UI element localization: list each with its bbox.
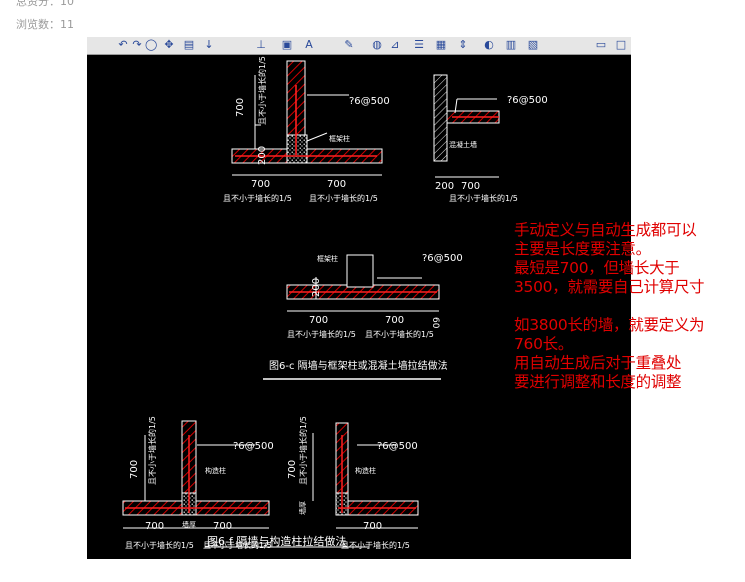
br-rebar-label: ?6@500 <box>377 441 418 452</box>
mid-note-right: 且不小于墙长的1/5 <box>365 329 434 339</box>
mid-dim-200: 200 <box>311 278 322 297</box>
tl-note-right: 且不小于墙长的1/5 <box>309 193 378 203</box>
bl-column-label: 构造柱 <box>205 466 226 475</box>
bl-wall-label: 墙厚 <box>182 520 196 529</box>
bl-note-right: 且不小于墙长的1/5 <box>203 540 272 550</box>
mid-column-label: 框架柱 <box>317 254 338 263</box>
tr-wall-label: 混凝土墙 <box>449 140 477 149</box>
tr-rebar-label: ?6@500 <box>507 95 548 106</box>
grid-icon[interactable]: ▦ <box>435 38 447 51</box>
mid-dim-side: 60 <box>430 317 440 329</box>
caption-6f: 图6-f 隔墙与构造柱拉结做法 <box>207 534 346 548</box>
note-spacer <box>514 297 745 316</box>
tl-note-left: 且不小于墙长的1/5 <box>223 193 292 203</box>
br-dim-vertical-700: 700 <box>287 460 298 479</box>
bl-dim-vertical-700: 700 <box>129 460 140 479</box>
note-line: 最短是700，但墙长大于 <box>514 259 680 277</box>
bl-dim-left: 700 <box>145 521 164 532</box>
detail-middle <box>263 254 441 380</box>
note-line: 手动定义与自动生成都可以 <box>514 221 697 239</box>
arrow-icon[interactable]: ↓ <box>204 38 214 51</box>
block-icon[interactable]: ▧ <box>527 38 539 51</box>
table-icon[interactable]: ☰ <box>414 38 424 51</box>
br-note: 且不小于墙长的1/5 <box>341 540 410 550</box>
tr-dim-700: 700 <box>461 181 480 192</box>
note-line: 760长。 <box>514 335 574 353</box>
br-dim-700: 700 <box>363 521 382 532</box>
tl-rebar-label: ?6@500 <box>349 96 390 107</box>
note-line: 3500，就需要自己计算尺寸 <box>514 278 705 296</box>
cad-drawing: 700 200 且不小于墙长的1/5 ?6@500 框架柱 700 700 且不… <box>122 56 548 550</box>
maximize-icon[interactable]: □ <box>615 38 627 51</box>
list-icon[interactable]: ▥ <box>505 38 517 51</box>
window-icon[interactable]: ▭ <box>595 38 607 51</box>
note-line: 用自动生成后对于重叠处 <box>514 354 682 372</box>
detail-bottom-left <box>122 420 270 529</box>
tl-dim-vertical-700: 700 <box>235 98 246 117</box>
bl-note-vertical: 且不小于墙长的1/5 <box>147 416 157 485</box>
lock-icon[interactable]: ◍ <box>372 38 382 51</box>
bl-dim-right: 700 <box>213 521 232 532</box>
tl-dim-right: 700 <box>327 179 346 190</box>
note-line: 要进行调整和长度的调整 <box>514 373 682 391</box>
cad-drawing-window: ↶ ↷ ◯ ✥ ▤ ↓ ⊥ ▣ A ✎ ◍ ⊿ ☰ ▦ ⇕ ◐ ▥ ▧ ▭ □ <box>87 37 631 559</box>
mid-dim-right: 700 <box>385 315 404 326</box>
rotate-icon[interactable]: ◐ <box>484 38 494 51</box>
pencil-icon[interactable]: ✎ <box>344 38 354 51</box>
view-count-label: 浏览数：11 <box>16 18 74 31</box>
caption-6c: 图6-c 隔墙与框架柱或混凝土墙拉结做法 <box>269 359 448 372</box>
circle-icon[interactable]: ◯ <box>145 38 158 51</box>
br-wall-label: 墙厚 <box>298 501 307 515</box>
total-resource-label: 总资分：10 <box>16 0 74 8</box>
measure-icon[interactable]: ⊥ <box>256 38 266 51</box>
align-icon[interactable]: ⇕ <box>458 38 468 51</box>
mid-note-left: 且不小于墙长的1/5 <box>287 329 356 339</box>
bl-note-left: 且不小于墙长的1/5 <box>125 540 194 550</box>
tl-dim-vertical-200: 200 <box>257 146 268 165</box>
detail-top-right <box>433 74 500 178</box>
dimension-icon[interactable]: ⊿ <box>390 38 400 51</box>
text-icon[interactable]: A <box>305 38 313 51</box>
tl-column-label: 框架柱 <box>329 134 350 143</box>
tl-dim-left: 700 <box>251 179 270 190</box>
redo-icon[interactable]: ↷ <box>132 38 142 51</box>
br-note-vertical: 且不小于墙长的1/5 <box>298 416 308 485</box>
bl-rebar-label: ?6@500 <box>233 441 274 452</box>
tr-dim-200: 200 <box>435 181 454 192</box>
mid-dim-left: 700 <box>309 315 328 326</box>
tr-note: 且不小于墙长的1/5 <box>449 193 518 203</box>
br-column-label: 构造柱 <box>355 466 376 475</box>
cad-toolbar: ↶ ↷ ◯ ✥ ▤ ↓ ⊥ ▣ A ✎ ◍ ⊿ ☰ ▦ ⇕ ◐ ▥ ▧ ▭ □ <box>87 37 631 55</box>
undo-icon[interactable]: ↶ <box>118 38 128 51</box>
tl-note-vertical: 且不小于墙长的1/5 <box>257 56 267 125</box>
pan-icon[interactable]: ✥ <box>164 38 174 51</box>
annotation-note: 手动定义与自动生成都可以 主要是长度要注意。 最短是700，但墙长大于 3500… <box>514 221 745 392</box>
note-line: 如3800长的墙，就要定义为 <box>514 316 705 334</box>
image-icon[interactable]: ▣ <box>281 38 293 51</box>
detail-top-left <box>231 60 383 176</box>
detail-bottom-right <box>312 422 419 529</box>
layer-icon[interactable]: ▤ <box>183 38 195 51</box>
note-line: 主要是长度要注意。 <box>514 240 651 258</box>
mid-rebar-label: ?6@500 <box>422 253 463 264</box>
